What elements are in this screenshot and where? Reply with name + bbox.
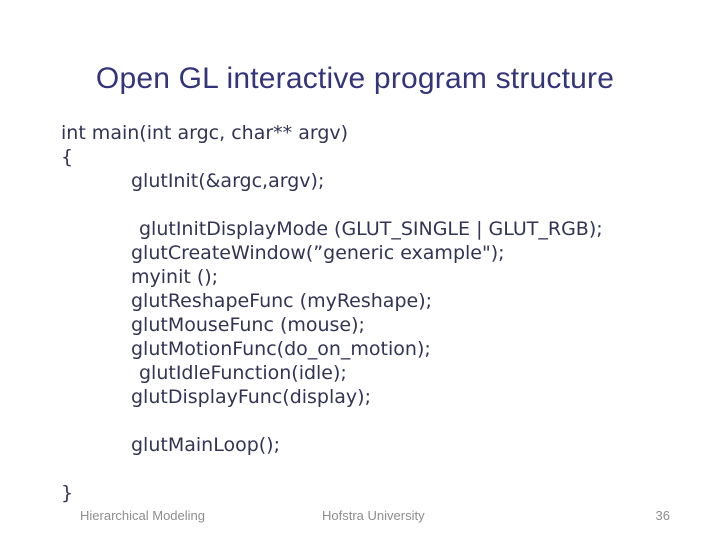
slide-footer: Hierarchical Modeling Hofstra University… — [0, 508, 720, 532]
code-line: glutIdleFunction(idle); — [139, 362, 347, 384]
footer-page-number: 36 — [655, 508, 670, 523]
code-line: int main(int argc, char** argv) — [61, 122, 349, 144]
code-line: glutMouseFunc (mouse); — [131, 314, 365, 336]
code-line — [0, 193, 720, 217]
code-line: glutInitDisplayMode (GLUT_SINGLE | GLUT_… — [139, 218, 603, 240]
code-line: glutMotionFunc(do_on_motion); — [131, 338, 431, 360]
code-line: glutInit(&argc,argv); — [131, 170, 325, 192]
footer-course-name: Hierarchical Modeling — [80, 508, 205, 523]
code-line: glutDisplayFunc(display); — [131, 386, 371, 408]
code-line: myinit (); — [131, 266, 219, 288]
code-line: } — [61, 482, 74, 504]
code-line: { — [61, 146, 74, 168]
code-line — [0, 457, 720, 481]
code-line: glutMainLoop(); — [131, 434, 280, 456]
code-line: glutCreateWindow(”generic example"); — [131, 242, 505, 264]
slide-title: Open GL interactive program structure — [95, 62, 615, 95]
code-line: glutReshapeFunc (myReshape); — [131, 290, 433, 312]
footer-institution-name: Hofstra University — [322, 508, 425, 523]
code-block: int main(int argc, char** argv){ glutInit… — [0, 121, 720, 505]
code-line — [0, 409, 720, 433]
